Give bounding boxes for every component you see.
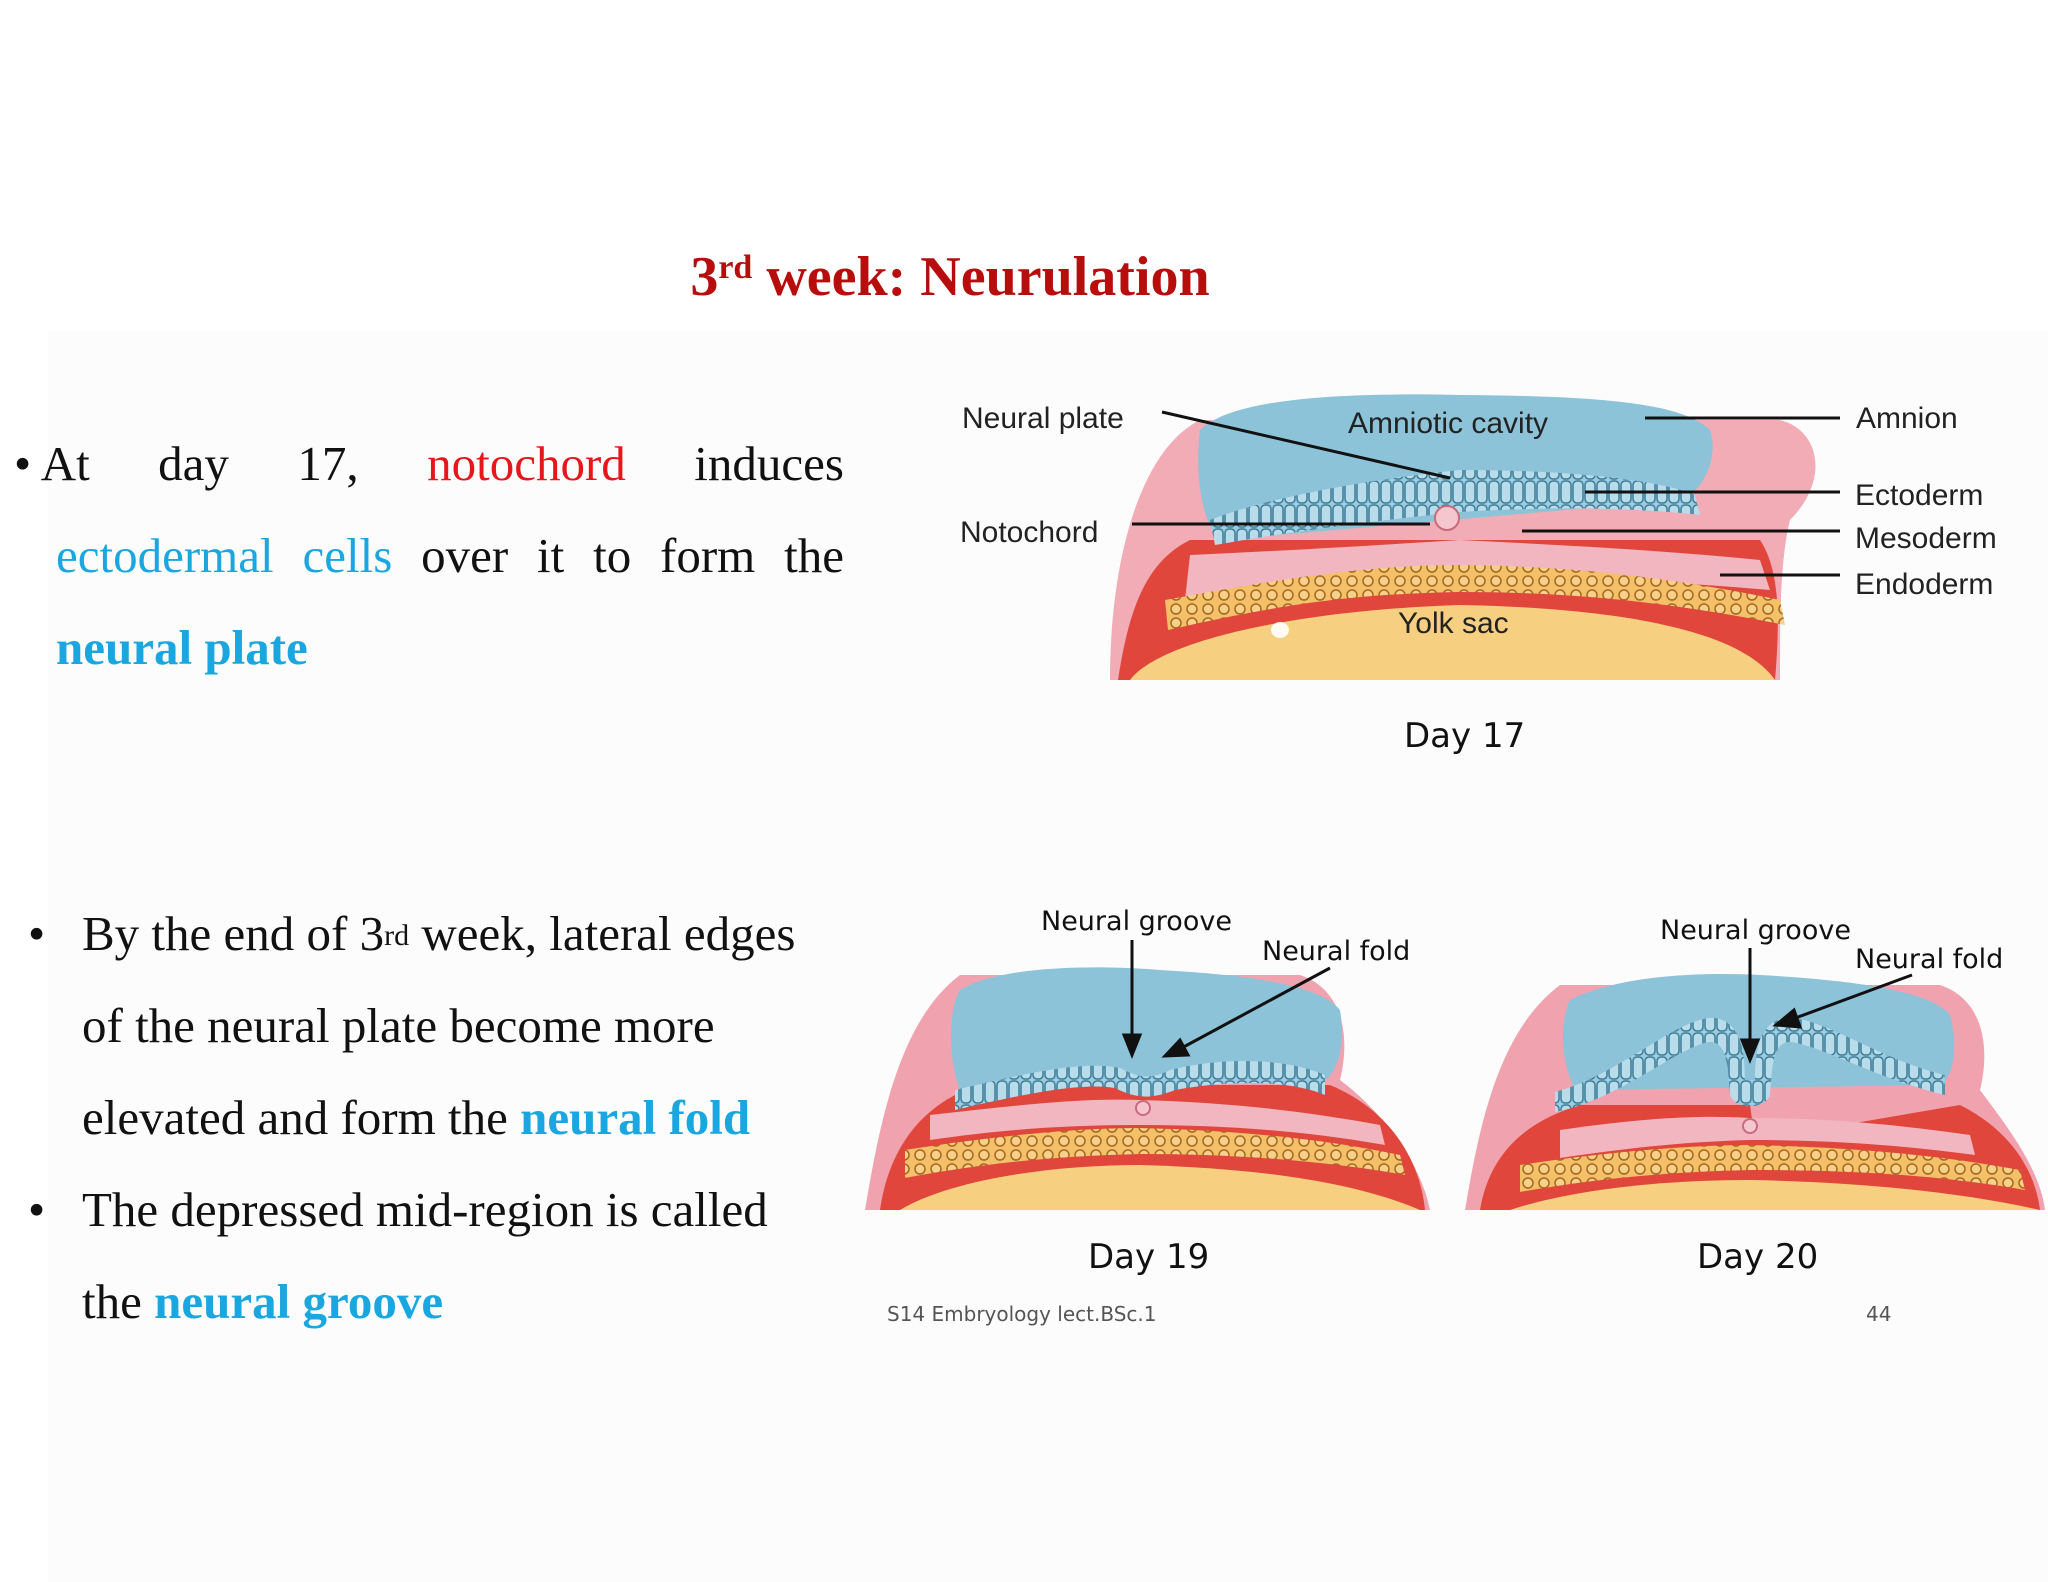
word: induces <box>694 436 844 491</box>
text-line: • At day 17, notochord induces <box>14 418 844 510</box>
label-neural-groove-day19: Neural groove <box>1041 906 1232 937</box>
bullet: • <box>28 906 46 961</box>
day20-diagram <box>1465 974 2045 1210</box>
word: day <box>158 436 229 491</box>
text-line: ectodermal cells over it to form the <box>14 510 844 602</box>
neural-plate-term: neural plate <box>56 620 308 675</box>
ectodermal-term: ectodermal <box>56 528 274 583</box>
notochord-term: notochord <box>427 436 626 491</box>
label-neural-groove-day20: Neural groove <box>1660 915 1851 946</box>
caption-day19: Day 19 <box>1088 1237 1209 1277</box>
day17-leader-lines <box>1132 410 1840 577</box>
label-neural-plate: Neural plate <box>962 402 1124 435</box>
label-amniotic-cavity: Amniotic cavity <box>1348 407 1548 440</box>
caption-day17: Day 17 <box>1404 716 1525 756</box>
label-neural-fold-day20: Neural fold <box>1855 944 2003 975</box>
text-line: elevated and form the neural fold <box>82 1090 751 1145</box>
neural-groove-term: neural groove <box>154 1274 444 1329</box>
word: to <box>593 528 632 583</box>
label-notochord: Notochord <box>960 516 1098 549</box>
word: it <box>537 528 565 583</box>
day19-arrows <box>1121 940 1331 1060</box>
neural-fold-term: neural fold <box>520 1090 751 1145</box>
text-line: the neural groove <box>82 1274 444 1329</box>
text-line: • The depressed mid-region is called <box>28 1164 858 1256</box>
label-neural-fold-day19: Neural fold <box>1262 936 1410 967</box>
day20-arrows <box>1739 948 1913 1065</box>
word: over <box>421 528 509 583</box>
bullet: • <box>28 1182 46 1237</box>
caption-day20: Day 20 <box>1697 1237 1818 1277</box>
cells-term: cells <box>302 528 393 583</box>
bullet: • <box>14 436 32 491</box>
text-line: • By the end of 3rd week, lateral edges <box>28 888 858 980</box>
label-amnion: Amnion <box>1856 402 1958 435</box>
day17-diagram <box>1110 394 1816 680</box>
paragraph-day17: • At day 17, notochord induces ectoderma… <box>14 418 844 694</box>
slide-title: 3rd week: Neurulation <box>690 246 1210 308</box>
page-number: 44 <box>1866 1302 1892 1326</box>
word: At <box>40 436 90 491</box>
label-endoderm: Endoderm <box>1855 568 1993 601</box>
label-ectoderm: Ectoderm <box>1855 479 1983 512</box>
paragraph-day19-20: • By the end of 3rd week, lateral edges … <box>28 888 858 1348</box>
text-line: of the neural plate become more <box>82 998 715 1053</box>
label-mesoderm: Mesoderm <box>1855 522 1997 555</box>
day19-diagram <box>865 967 1430 1210</box>
label-yolk-sac: Yolk sac <box>1398 607 1509 640</box>
footer-text: S14 Embryology lect.BSc.1 <box>887 1302 1157 1326</box>
text-line: neural plate <box>14 602 844 694</box>
word: 17, <box>297 436 359 491</box>
word: form <box>660 528 756 583</box>
word: the <box>784 528 844 583</box>
